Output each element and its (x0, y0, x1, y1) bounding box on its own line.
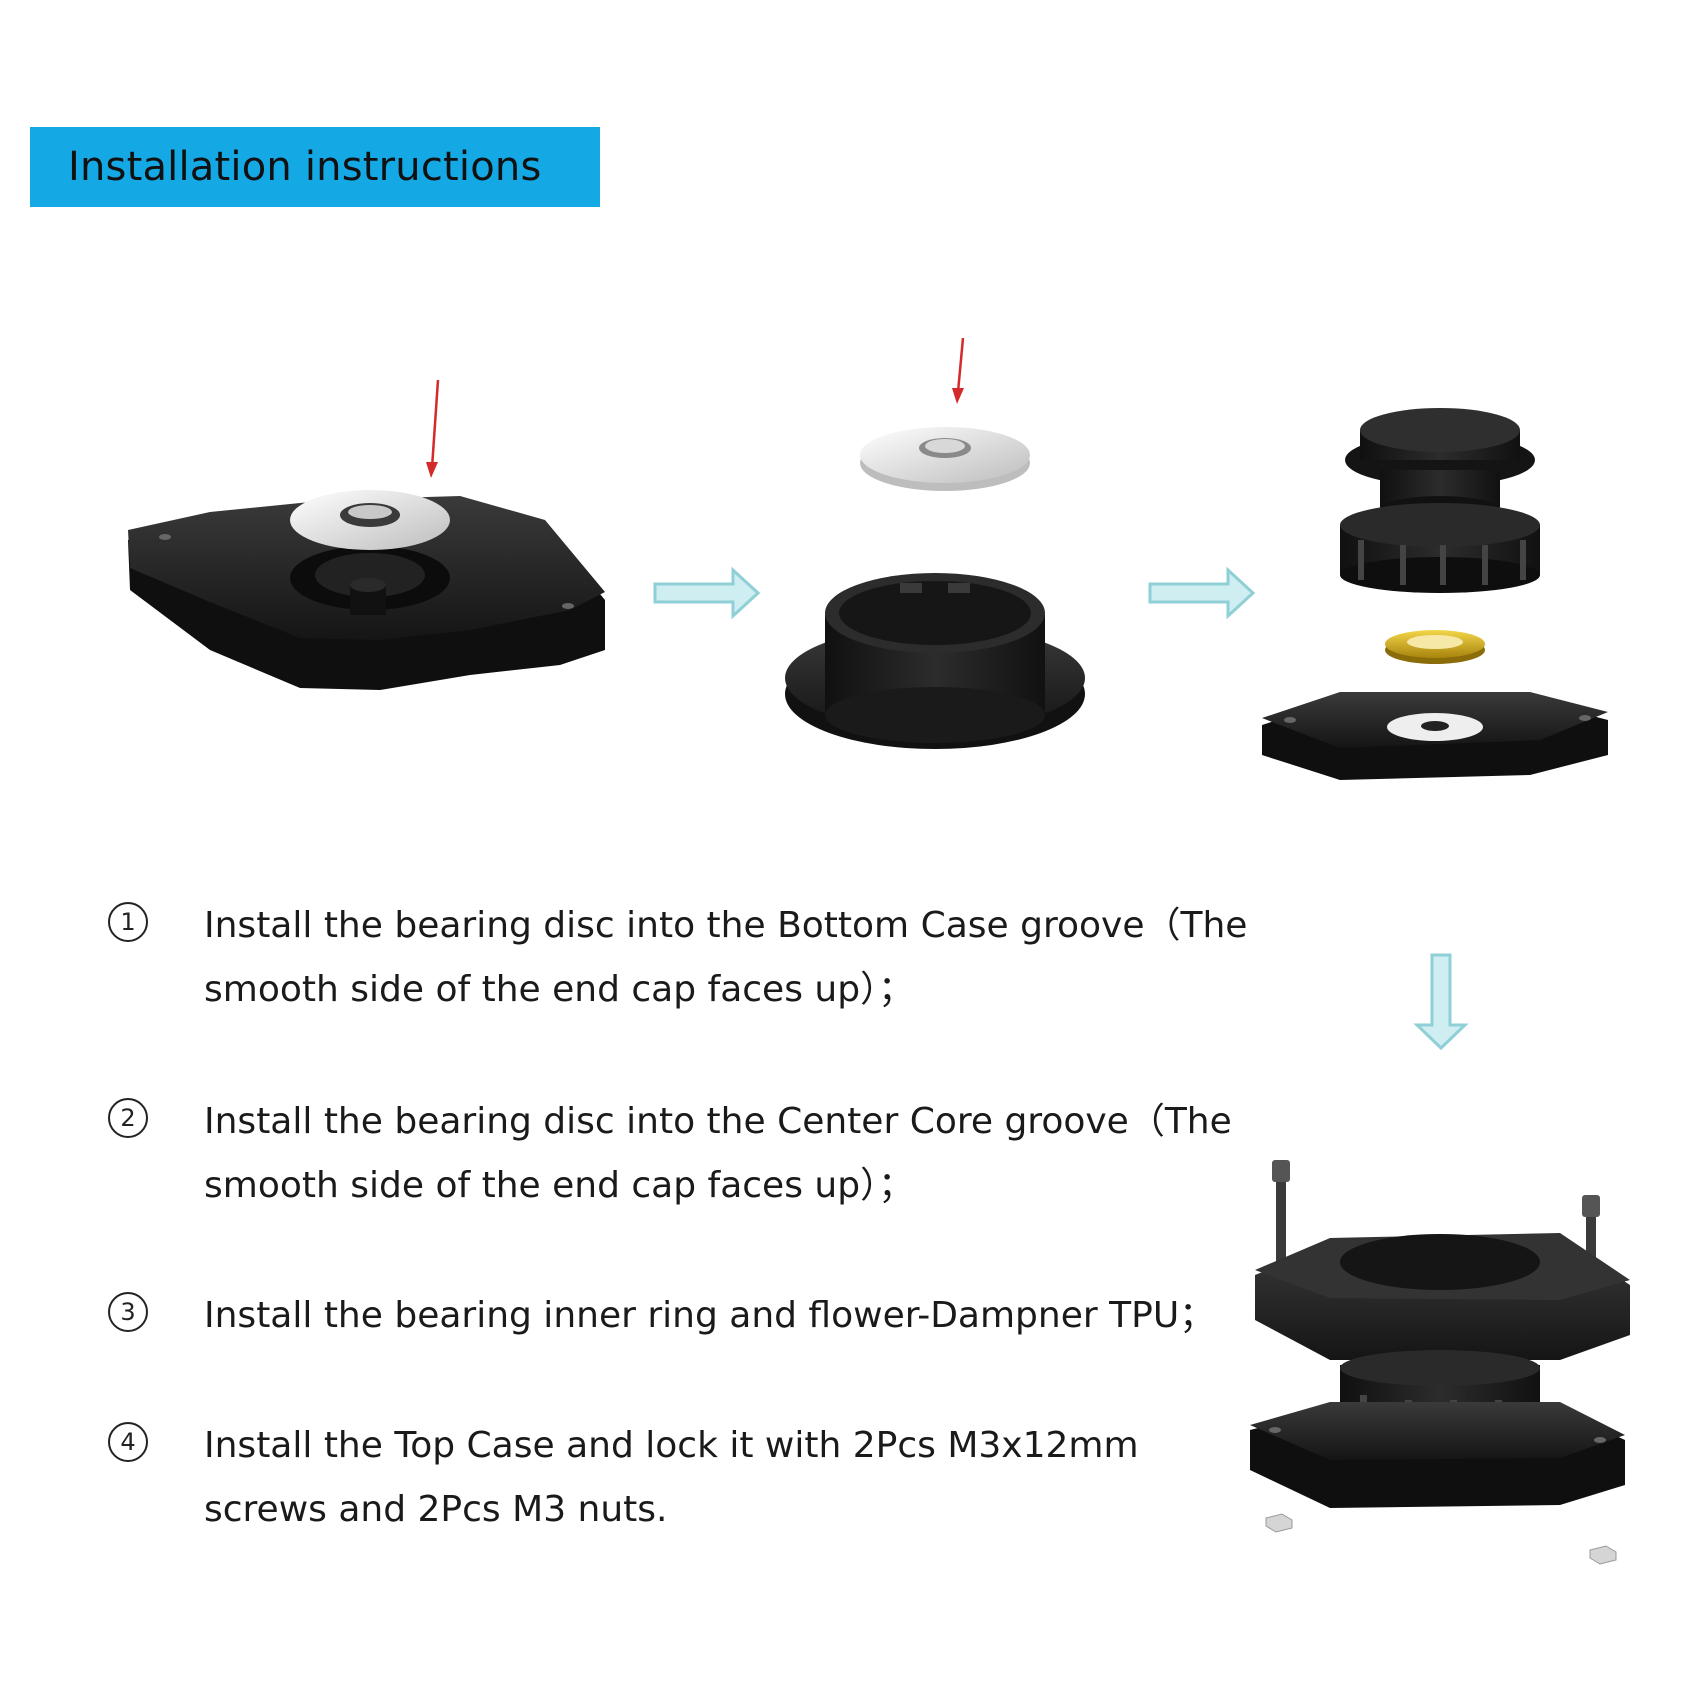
center-core-with-disc (785, 427, 1085, 749)
exploded-parts-stack (1262, 408, 1608, 780)
final-assembly (1250, 1160, 1630, 1565)
bottom-case-with-disc (128, 490, 605, 690)
step-number: 4 (108, 1422, 148, 1462)
step-text: Install the bearing disc into the Center… (204, 1101, 1232, 1206)
down-flow-arrow-icon (1413, 953, 1469, 1051)
step-text: Install the bearing disc into the Bottom… (204, 905, 1248, 1010)
right-flow-arrow-icon (653, 566, 761, 620)
right-flow-arrow-icon (1148, 566, 1256, 620)
step-text: Install the bearing inner ring and flowe… (204, 1295, 1216, 1336)
step-number: 3 (108, 1292, 148, 1332)
red-pointer-arrow-icon (426, 379, 440, 478)
step-number: 2 (108, 1098, 148, 1138)
page-title: Installation instructions (68, 144, 542, 190)
title-banner: Installation instructions (30, 127, 600, 207)
red-pointer-arrow-icon (952, 337, 965, 404)
step-number: 1 (108, 902, 148, 942)
step-text: Install the Top Case and lock it with 2P… (204, 1425, 1139, 1530)
